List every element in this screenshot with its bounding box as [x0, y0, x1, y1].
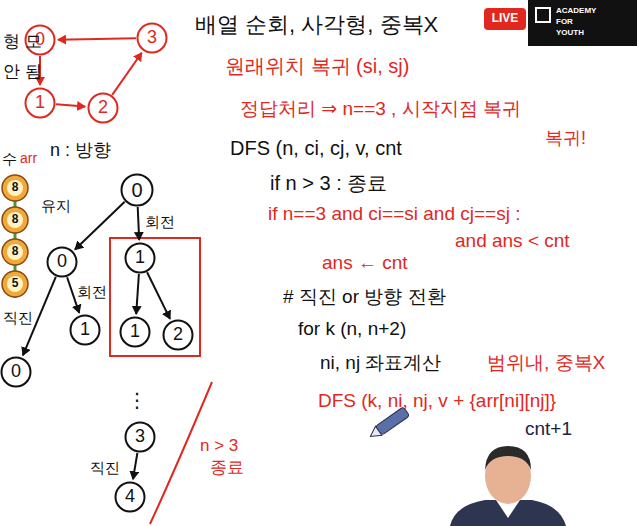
state-circle: 1 — [119, 316, 151, 348]
note-text: arr — [20, 150, 37, 166]
tree-arrow — [56, 104, 85, 106]
state-number: 2 — [98, 98, 108, 118]
state-number: 3 — [135, 427, 145, 447]
note-text: 배열 순회, 사각형, 중복X — [195, 12, 438, 37]
logo-mark — [536, 8, 550, 22]
state-circle: 3 — [136, 22, 168, 54]
note-text: ACADEMY — [556, 6, 596, 15]
note-text: 범위내, 중복X — [487, 352, 605, 374]
note-text: 8 — [12, 245, 19, 259]
state-circle: 0 — [120, 173, 154, 207]
state-circle: 2 — [87, 92, 119, 124]
state-number: 1 — [35, 93, 45, 113]
note-text: FOR — [556, 17, 573, 26]
note-text: 안 됨 — [3, 62, 42, 82]
state-number: 0 — [11, 362, 21, 382]
state-circle: 4 — [114, 481, 146, 513]
state-circle: 1 — [69, 314, 101, 346]
edge-label: 직진 — [89, 460, 121, 477]
note-text: and ans < cnt — [455, 230, 570, 252]
tree-arrow — [138, 207, 140, 240]
note-text: 수 — [2, 150, 17, 167]
tree-arrow — [133, 453, 137, 479]
flower-column — [2, 175, 28, 298]
note-text: 8 — [12, 181, 19, 195]
state-circle: 0 — [0, 356, 32, 388]
edge-label: 회전 — [144, 214, 176, 231]
state-number: 1 — [130, 322, 140, 342]
note-text: # 직진 or 방향 전환 — [283, 286, 446, 308]
highlight-box — [110, 238, 200, 356]
logo-panel — [528, 0, 637, 46]
note-text: 5 — [12, 277, 19, 291]
note-text: if n==3 and ci==si and cj==sj : — [268, 203, 520, 225]
state-number: 0 — [131, 179, 142, 201]
state-number: 4 — [125, 487, 135, 507]
state-circle: 2 — [162, 319, 194, 351]
note-text: ni, nj 좌표계산 — [320, 352, 441, 374]
presenter — [450, 446, 566, 526]
edge-label: 회전 — [76, 284, 108, 301]
state-number: 3 — [147, 28, 157, 48]
tree-arrow — [147, 272, 170, 319]
note-text: LIVE — [492, 12, 519, 26]
tree-arrow — [58, 38, 136, 39]
state-number: 1 — [80, 320, 90, 340]
tree-arrow — [136, 274, 139, 314]
note-text: n > 3 — [200, 436, 238, 456]
state-number: 1 — [135, 248, 145, 268]
state-circle: 1 — [124, 242, 156, 274]
note-text: 8 — [12, 213, 19, 227]
note-text: DFS (n, ci, cj, v, cnt — [230, 137, 402, 160]
note-text: n : 방향 — [50, 140, 111, 161]
state-number: 0 — [57, 252, 67, 272]
state-circle: 1 — [24, 87, 56, 119]
note-text: for k (n, n+2) — [298, 318, 406, 340]
state-circle: 0 — [46, 246, 78, 278]
live-badge — [484, 8, 526, 30]
note-text: 정답처리 ⇒ n==3 , 시작지점 복귀 — [240, 98, 521, 120]
note-text: cnt+1 — [525, 418, 572, 440]
note-text: DFS (k, ni, nj, v + {arr[ni][nj]} — [318, 390, 556, 412]
state-number: 2 — [173, 325, 183, 345]
note-text: 형 모 — [3, 32, 42, 52]
note-text: ans ← cnt — [322, 252, 408, 274]
note-text: if n > 3 : 종료 — [270, 172, 387, 195]
tree-arrow — [75, 202, 125, 250]
tree-arrow — [112, 53, 142, 95]
note-text: 복귀! — [545, 128, 586, 149]
note-text: YOUTH — [556, 28, 584, 37]
pen-cursor — [367, 407, 409, 441]
note-text: 원래위치 복귀 (si, sj) — [225, 55, 409, 78]
note-text: ⋮ — [127, 389, 147, 412]
edge-label: 유지 — [40, 198, 72, 215]
note-text: 종료 — [210, 458, 244, 478]
edge-label: 직진 — [2, 310, 34, 327]
state-circle: 3 — [124, 421, 156, 453]
